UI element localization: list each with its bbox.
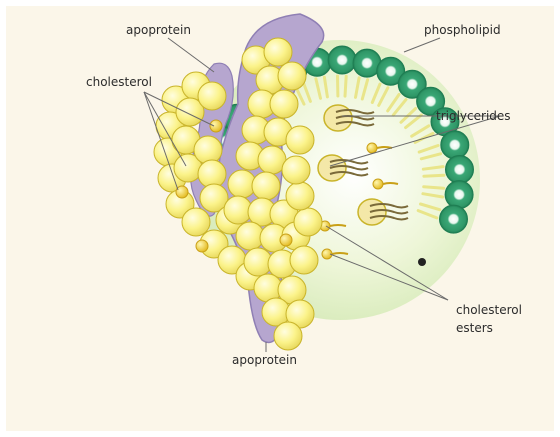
cholesterol-sphere [294,208,322,236]
phospholipid-head [445,181,473,209]
cholesterol-sphere [264,38,292,66]
phospholipid-tail [424,175,444,176]
label-cholesterol: cholesterol [86,75,152,89]
cholesterol-sphere [286,126,314,154]
phospholipid-tail [345,76,346,96]
phospholipid-head [328,46,356,74]
cholesterol-sphere [282,156,310,184]
cholesterol-sphere [278,62,306,90]
label-apoprotein-top: apoprotein [126,23,191,37]
cholesterol-sphere [286,182,314,210]
phospholipid-head [446,156,474,184]
label-cholesterol-esters-1: cholesterol [456,303,522,317]
cholesterol-sphere [274,322,302,350]
label-phospholipid: phospholipid [424,23,501,37]
cholesterol-sphere [198,82,226,110]
cholesterol-sphere [290,246,318,274]
cholesterol-sphere [252,172,280,200]
label-triglycerides: triglycerides [436,109,511,123]
cholesterol-sphere [270,90,298,118]
phospholipid-head [441,131,469,159]
phospholipid-tail [424,187,444,189]
label-apoprotein-bottom: apoprotein [232,353,297,367]
cholesterol-sphere [182,208,210,236]
label-cholesterol-esters-2: esters [456,321,493,335]
cholesterol-sphere [194,136,222,164]
phospholipid-head [440,205,468,233]
